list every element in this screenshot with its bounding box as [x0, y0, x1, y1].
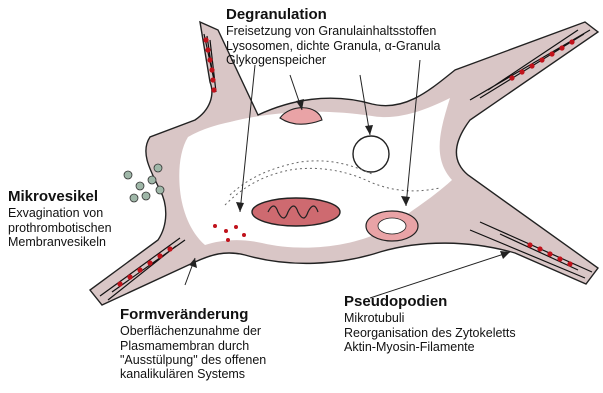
degranulation-title: Degranulation — [226, 6, 441, 23]
mikrovesikel-line: Membranvesikeln — [8, 235, 112, 249]
pseudopodien-line: Reorganisation des Zytokeletts — [344, 326, 516, 340]
mikrovesikel-line: prothrombotischen — [8, 221, 112, 235]
mikrovesikel-line: Exvagination von — [8, 206, 112, 220]
degranulation-line: Freisetzung von Granulainhaltsstoffen — [226, 24, 441, 38]
pseudopodien-label: Pseudopodien Mikrotubuli Reorganisation … — [344, 293, 516, 354]
alpha-granule-core — [378, 218, 406, 234]
mikrovesikel-title: Mikrovesikel — [8, 188, 112, 205]
formveraenderung-title: Formveränderung — [120, 306, 266, 323]
formveraenderung-line: Oberflächenzunahme der — [120, 324, 266, 338]
pseudopodien-line: Aktin-Myosin-Filamente — [344, 340, 516, 354]
pseudopodien-title: Pseudopodien — [344, 293, 516, 310]
formveraenderung-line: kanalikulären Systems — [120, 367, 266, 381]
pseudopodien-line: Mikrotubuli — [344, 311, 516, 325]
mitochondrion — [252, 198, 340, 226]
formveraenderung-label: Formveränderung Oberflächenzunahme der P… — [120, 306, 266, 382]
degranulation-line: Lysosomen, dichte Granula, α-Granula — [226, 39, 441, 53]
mikrovesikel-label: Mikrovesikel Exvagination von prothrombo… — [8, 188, 112, 249]
degranulation-label: Degranulation Freisetzung von Granulainh… — [226, 6, 441, 67]
degranulation-line: Glykogenspeicher — [226, 53, 441, 67]
formveraenderung-line: Plasmamembran durch — [120, 339, 266, 353]
formveraenderung-line: "Ausstülpung" des offenen — [120, 353, 266, 367]
lysosome-vesicle — [353, 136, 389, 172]
